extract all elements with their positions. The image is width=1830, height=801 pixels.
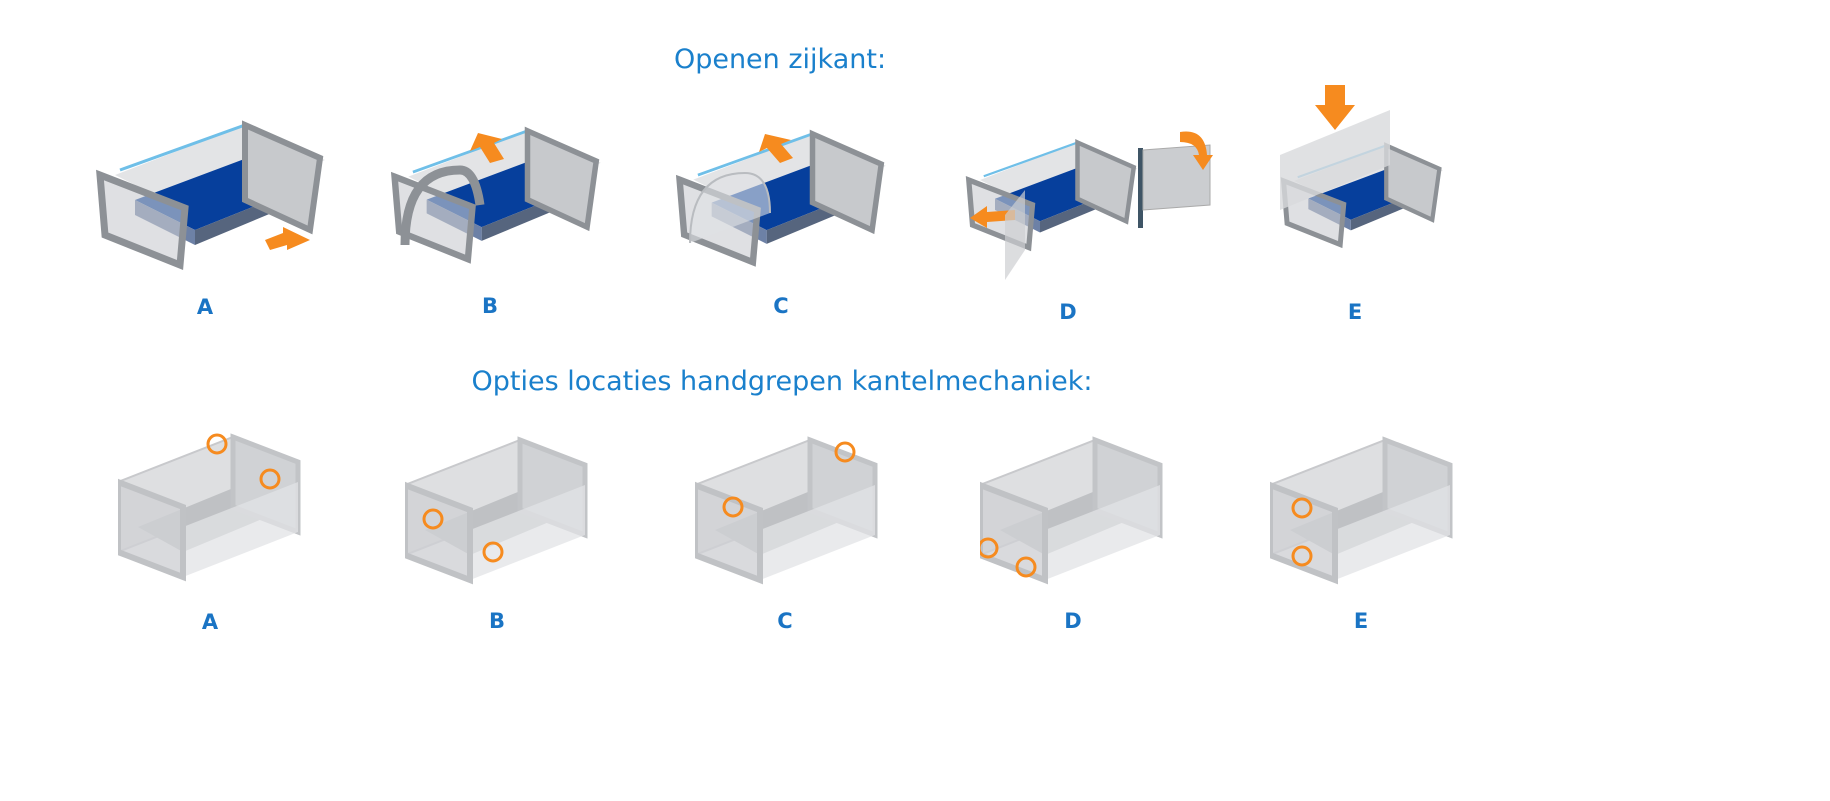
label-e: E bbox=[1347, 300, 1363, 324]
label-b: B bbox=[481, 294, 499, 318]
handle-location-marker bbox=[722, 496, 744, 518]
hinge bbox=[1138, 148, 1143, 228]
option-label-b: B bbox=[488, 609, 506, 633]
handle-option-d bbox=[980, 435, 1170, 585]
arrow-icon bbox=[470, 133, 504, 163]
handle-option-e bbox=[1270, 435, 1460, 585]
arrow-icon bbox=[265, 227, 310, 250]
option-label-c: C bbox=[777, 609, 793, 633]
label-c: C bbox=[773, 294, 789, 318]
label-d: D bbox=[1059, 300, 1077, 324]
crib-illustration-b bbox=[390, 125, 610, 265]
dome-cover bbox=[689, 171, 771, 244]
option-label-d: D bbox=[1064, 609, 1082, 633]
arc-frame bbox=[400, 165, 485, 246]
crib-illustration-e bbox=[1280, 85, 1450, 260]
handle-option-a bbox=[118, 433, 308, 582]
section-title-handle-locations: Opties locaties handgrepen kantelmechani… bbox=[471, 366, 1093, 397]
option-label-e: E bbox=[1353, 609, 1369, 633]
open-door-panel bbox=[1142, 144, 1211, 211]
option-label-a: A bbox=[201, 610, 219, 634]
handle-option-c bbox=[695, 435, 885, 585]
arrow-icon bbox=[759, 134, 793, 163]
handle-location-marker bbox=[1291, 545, 1313, 567]
handle-location-marker bbox=[259, 468, 281, 490]
label-a: A bbox=[196, 295, 214, 319]
arrow-icon bbox=[970, 206, 1015, 228]
crib-illustration-d bbox=[965, 131, 1213, 280]
handle-location-marker bbox=[206, 433, 228, 455]
open-flap bbox=[1005, 190, 1025, 280]
rotate-arrow-icon bbox=[1180, 131, 1213, 170]
handle-location-marker bbox=[980, 537, 999, 559]
crib-illustration-c bbox=[675, 128, 895, 268]
sliding-panel bbox=[1280, 110, 1390, 210]
crib-illustration-a bbox=[95, 120, 335, 270]
handle-location-marker bbox=[422, 508, 444, 530]
handle-location-marker bbox=[1015, 556, 1037, 578]
arrow-down-icon bbox=[1315, 85, 1355, 130]
section-title-side-opening: Openen zijkant: bbox=[673, 44, 887, 75]
handle-location-marker bbox=[1291, 497, 1313, 519]
handle-location-marker bbox=[834, 441, 856, 463]
handle-option-b bbox=[405, 435, 595, 585]
handle-location-marker bbox=[482, 541, 504, 563]
